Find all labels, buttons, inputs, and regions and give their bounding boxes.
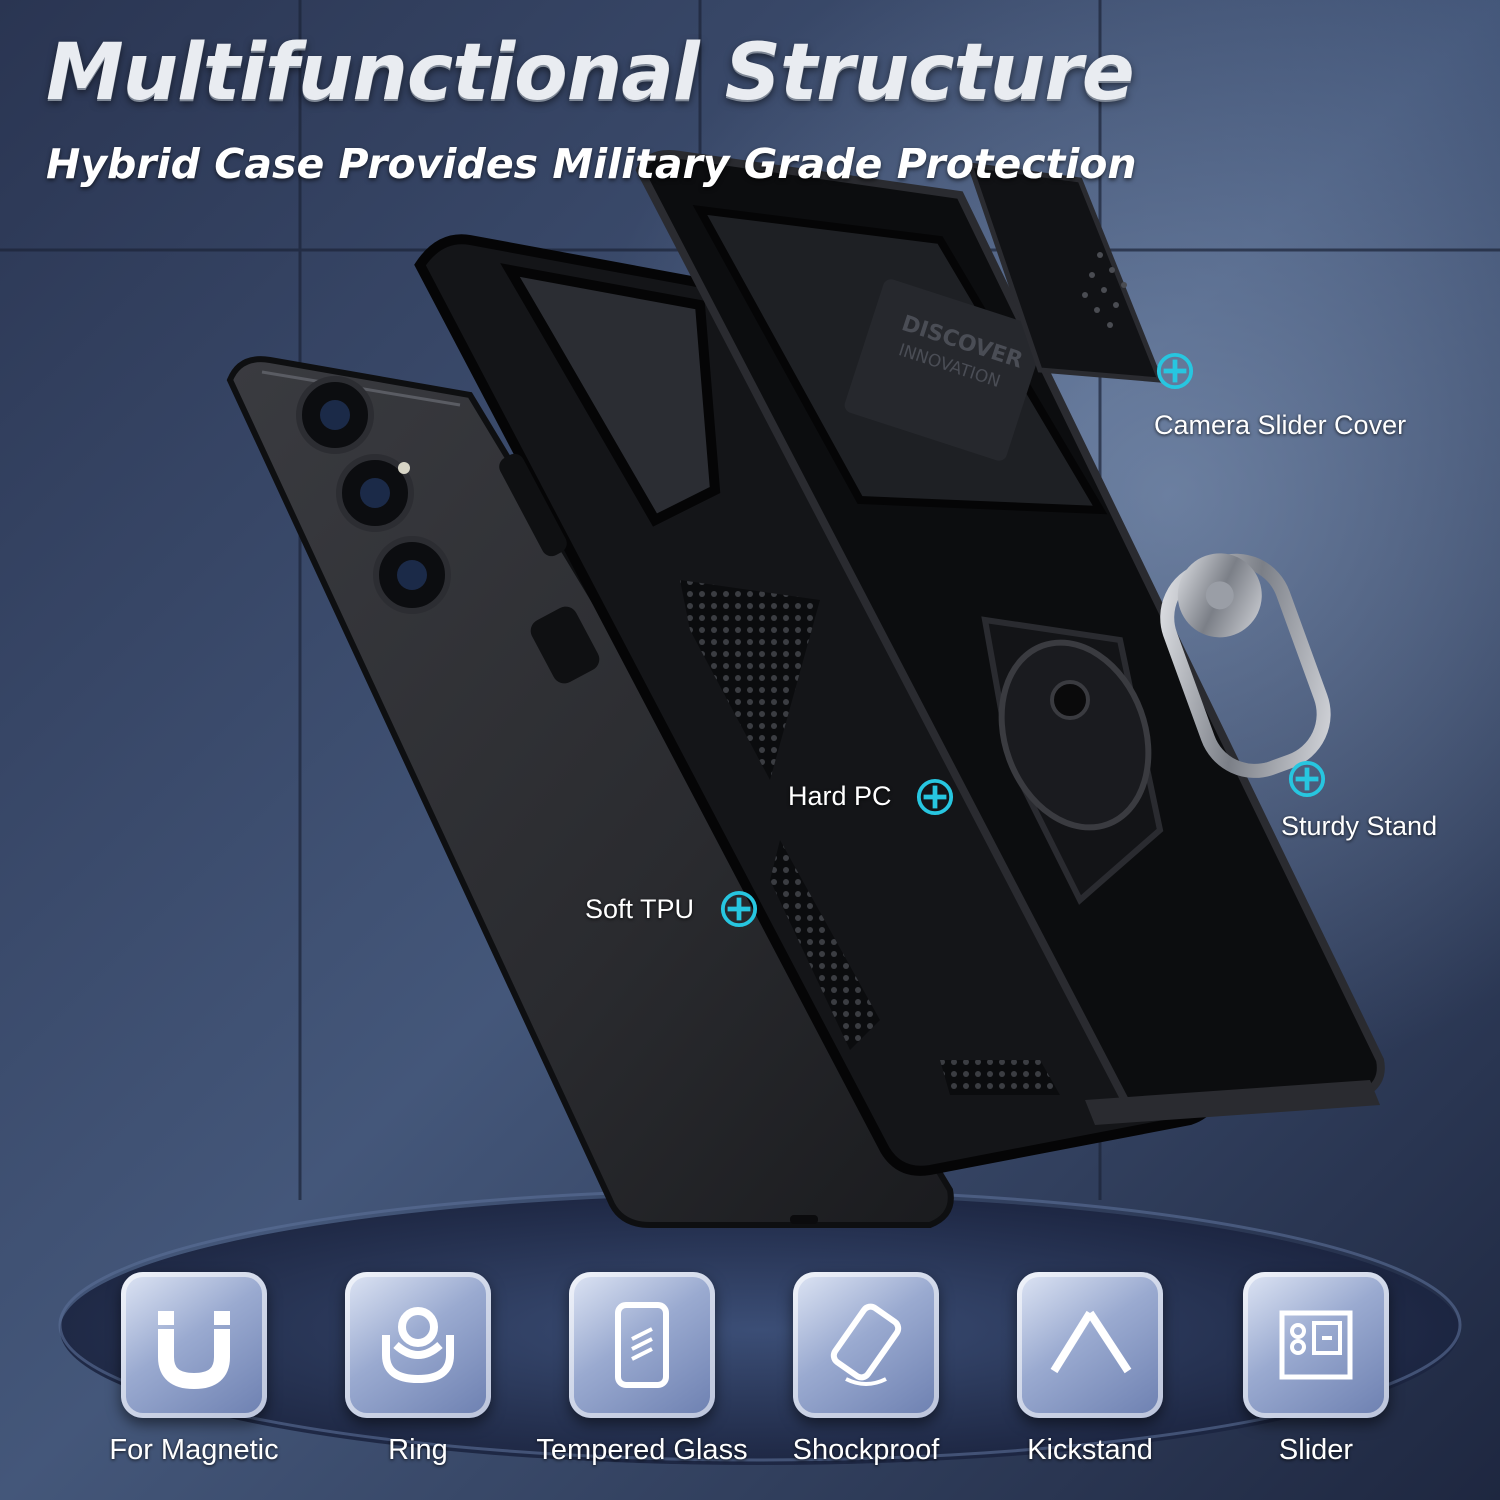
callout-soft-tpu: Soft TPU [585, 894, 695, 924]
feature-slider: Slider [1206, 1272, 1426, 1467]
callout-camera-slider-cover: Camera Slider Cover [1154, 410, 1407, 440]
slider-icon [1279, 1310, 1353, 1380]
feature-magnetic: For Magnetic [84, 1272, 304, 1467]
shockproof-icon [830, 1303, 902, 1386]
feature-shockproof: Shockproof [756, 1272, 976, 1467]
feature-ring: Ring [308, 1272, 528, 1467]
soft-tpu-plus-icon [720, 890, 758, 928]
feature-label: Tempered Glass [536, 1434, 748, 1466]
sturdy-stand-plus-icon [1288, 760, 1326, 798]
camera-slider-plus-icon [1156, 352, 1194, 390]
feature-label: Slider [1278, 1434, 1354, 1466]
feature-tempered-glass: Tempered Glass [532, 1272, 752, 1467]
feature-label: Ring [388, 1434, 448, 1466]
tempered-glass-icon [615, 1302, 669, 1388]
ring-stand [1160, 553, 1331, 778]
feature-label: Kickstand [1027, 1434, 1153, 1466]
kickstand-icon [1050, 1310, 1132, 1374]
callout-hard-pc: Hard PC [788, 781, 892, 811]
page-subtitle: Hybrid Case Provides Military Grade Prot… [46, 140, 1137, 188]
feature-kickstand: Kickstand [980, 1272, 1200, 1467]
page-title: Multifunctional Structure [46, 28, 1135, 118]
hard-pc-plus-icon [916, 778, 954, 816]
feature-label: Shockproof [792, 1434, 940, 1466]
ring-icon [382, 1307, 454, 1384]
callout-sturdy-stand: Sturdy Stand [1281, 811, 1438, 841]
feature-label: For Magnetic [109, 1434, 279, 1466]
magnet-icon [158, 1311, 230, 1390]
